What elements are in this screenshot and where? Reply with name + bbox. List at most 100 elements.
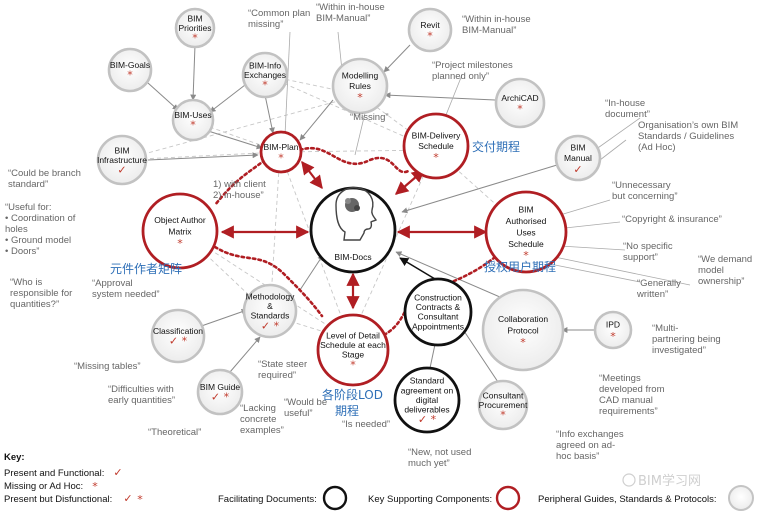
node-status-mark: ✓ [117, 164, 126, 177]
node-revit: Revit* [407, 7, 453, 53]
node-status-mark: * [177, 237, 183, 250]
chinese-label-lod-1: 各阶段LOD [322, 387, 383, 402]
chinese-label-object-matrix: 元件作者矩阵 [110, 262, 182, 276]
node-circle [407, 7, 453, 53]
node-label: Consultant [418, 312, 459, 322]
node-label: Consultant [483, 390, 524, 400]
node-circle [174, 7, 216, 49]
node-label: BIM-Plan [264, 142, 299, 152]
node-label: Procurement [479, 400, 528, 410]
quote-missing-tables: “Missing tables” [74, 361, 141, 372]
quote-is-needed: “Is needed” [342, 419, 390, 430]
node-ipd: IPD* [593, 310, 633, 350]
node-circle [403, 277, 473, 347]
node-status-mark: * [610, 330, 616, 343]
legend-disfunctional-star-icon: * [137, 493, 143, 506]
node-status-mark: ✓ * [169, 335, 188, 348]
node-status-mark: * [523, 249, 529, 262]
legend-key-supporting: Key Supporting Components: [368, 494, 492, 505]
chinese-label-lod-2: 期程 [335, 403, 359, 418]
node-circle [331, 57, 389, 115]
node-status-mark: * [192, 32, 198, 45]
node-status-mark: * [517, 103, 523, 116]
node-label: Schedule [418, 141, 454, 151]
legend-missing-adhoc: Missing or Ad Hoc: [4, 481, 83, 492]
legend-star-icon: * [92, 480, 98, 493]
node-label: Matrix [168, 226, 192, 236]
node-circle [481, 288, 565, 372]
node-status-mark: ✓ * [261, 319, 280, 332]
legend-facilitating: Facilitating Documents: [218, 494, 317, 505]
node-label: Level of Detail [326, 331, 380, 341]
node-bim-guide: BIM Guide✓ * [196, 368, 244, 416]
node-status-mark: * [190, 119, 196, 132]
node-label: BIM [518, 205, 533, 215]
node-label: Revit [420, 20, 440, 30]
node-status-mark: * [520, 336, 526, 349]
node-status-mark: * [127, 69, 133, 82]
node-label: BIM-Delivery [412, 130, 461, 140]
node-label: digital [416, 395, 438, 405]
node-status-mark: * [500, 409, 506, 422]
node-status-mark: * [433, 151, 439, 164]
node-label: BIM [114, 145, 129, 155]
head-icon [335, 186, 378, 241]
node-label: Rules [349, 81, 371, 91]
node-status-mark: * [278, 152, 284, 165]
node-bim-uses: BIM-Uses* [171, 98, 215, 142]
node-circle [196, 368, 244, 416]
node-label: Contracts & [416, 302, 461, 312]
node-status-mark: * [350, 358, 356, 371]
node-label: Schedule [508, 239, 544, 249]
node-label: deliverables [404, 405, 449, 415]
watermark-text: BIM学习网 [638, 473, 701, 489]
node-label: Stage [342, 350, 364, 360]
chinese-label-authorised: 授权用户期程 [484, 259, 556, 274]
node-circle [150, 308, 206, 364]
node-label: Standard [410, 376, 445, 386]
legend-key-supporting-circle [495, 485, 521, 511]
legend-disfunctional-check-icon: ✓ [123, 492, 132, 505]
legend-check-icon: ✓ [113, 466, 122, 479]
node-label: & [267, 301, 273, 311]
node-label: Object Author [154, 215, 206, 225]
node-label: BIM-Goals [110, 60, 150, 70]
node-bim-plan: BIM-Plan* [259, 130, 303, 174]
node-label: BIM-Info [249, 60, 281, 70]
node-label: BIM-Docs [334, 252, 371, 262]
legend: Key: Present and Functional: ✓ Missing o… [4, 452, 754, 511]
node-label: Construction [414, 293, 462, 303]
grey-arrows [147, 44, 597, 383]
node-label: Manual [564, 153, 592, 163]
node-label: Appointments [412, 321, 464, 331]
node-label: agreement on [401, 385, 454, 395]
legend-peripheral-circle [728, 485, 754, 511]
node-circle [593, 310, 633, 350]
node-circle [477, 379, 529, 431]
